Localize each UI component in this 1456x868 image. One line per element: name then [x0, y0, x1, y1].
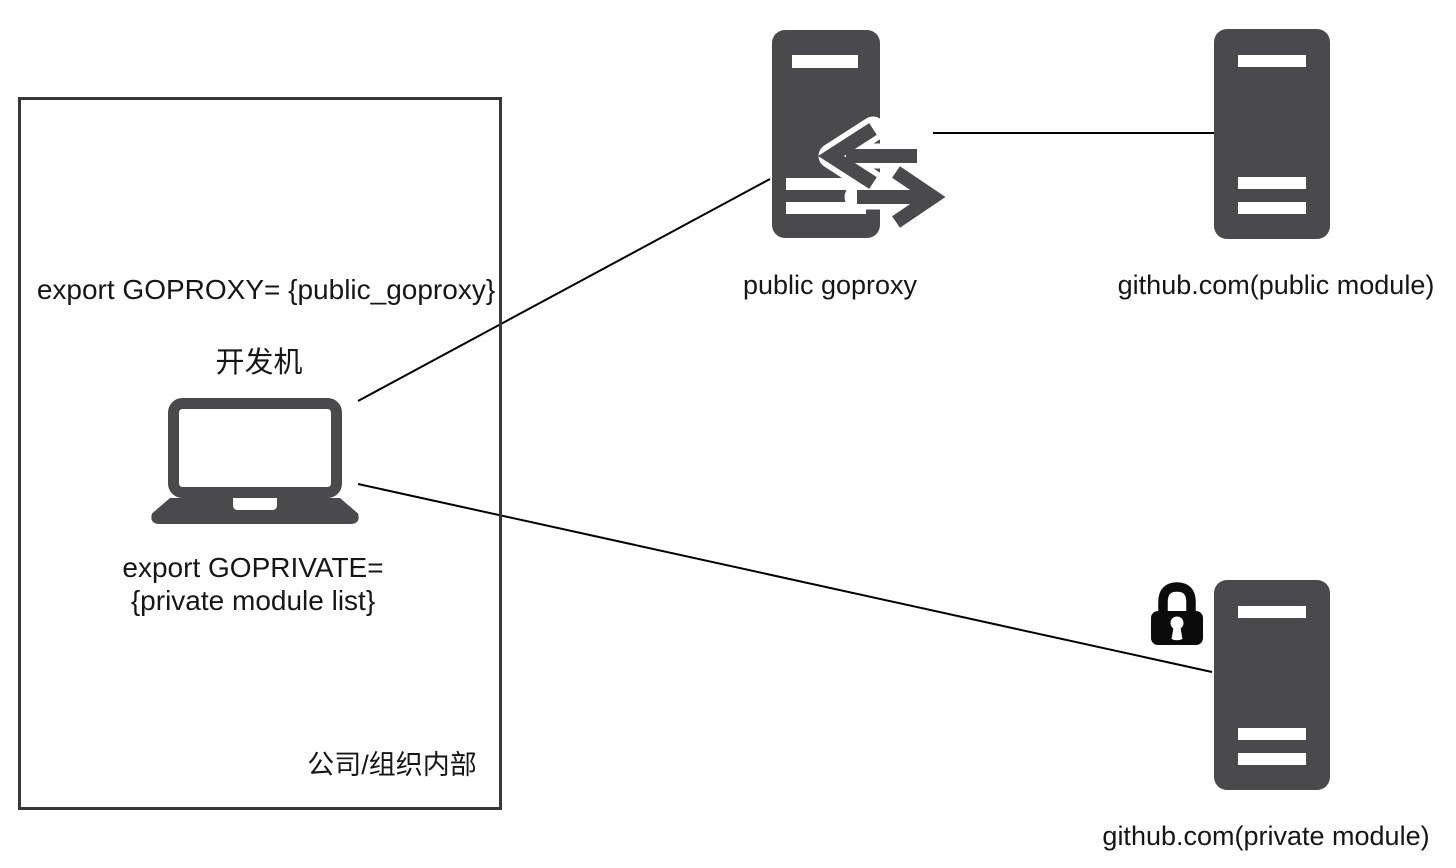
proxy-server-top-slot [792, 55, 858, 68]
proxy-server-icon [772, 30, 946, 238]
goprivate-env-line2: {private module list} [130, 585, 376, 616]
server-slot-2 [1238, 202, 1306, 214]
laptop-icon [151, 398, 359, 524]
server-top-slot [1238, 606, 1306, 618]
proxy-server-slot-2 [786, 202, 866, 214]
lock-keyhole [1170, 616, 1184, 630]
internal-network-box [18, 97, 502, 810]
lock-keyhole-stem [1171, 625, 1183, 641]
public-goproxy-label: public goproxy [742, 270, 918, 300]
server-top-slot [1238, 55, 1306, 67]
arrow-right-icon [857, 166, 946, 228]
github-private-label: github.com(private module) [1102, 821, 1430, 851]
goproxy-env-text: export GOPROXY= {public_goproxy} [36, 274, 496, 305]
server-slot-1 [1238, 728, 1306, 740]
lock-icon [1151, 582, 1203, 645]
goprivate-env-line1: export GOPRIVATE= [122, 552, 384, 583]
lock-shackle [1158, 582, 1196, 616]
server-slot-2 [1238, 753, 1306, 765]
internal-box-label: 公司/组织内部 [307, 750, 477, 780]
laptop-screen [168, 398, 342, 498]
goprivate-env-text: export GOPRIVATE= {private module list} [122, 551, 383, 617]
dev-machine-label: 开发机 [215, 347, 303, 379]
server-slot-1 [1238, 177, 1306, 189]
github-public-server-icon [1214, 29, 1330, 239]
github-public-label: github.com(public module) [1117, 270, 1435, 300]
laptop-base [151, 498, 359, 524]
github-private-server-icon [1214, 580, 1330, 790]
arrow-left-icon [818, 123, 917, 189]
laptop-base-notch [233, 498, 277, 510]
proxy-server-slot-1 [786, 178, 866, 190]
